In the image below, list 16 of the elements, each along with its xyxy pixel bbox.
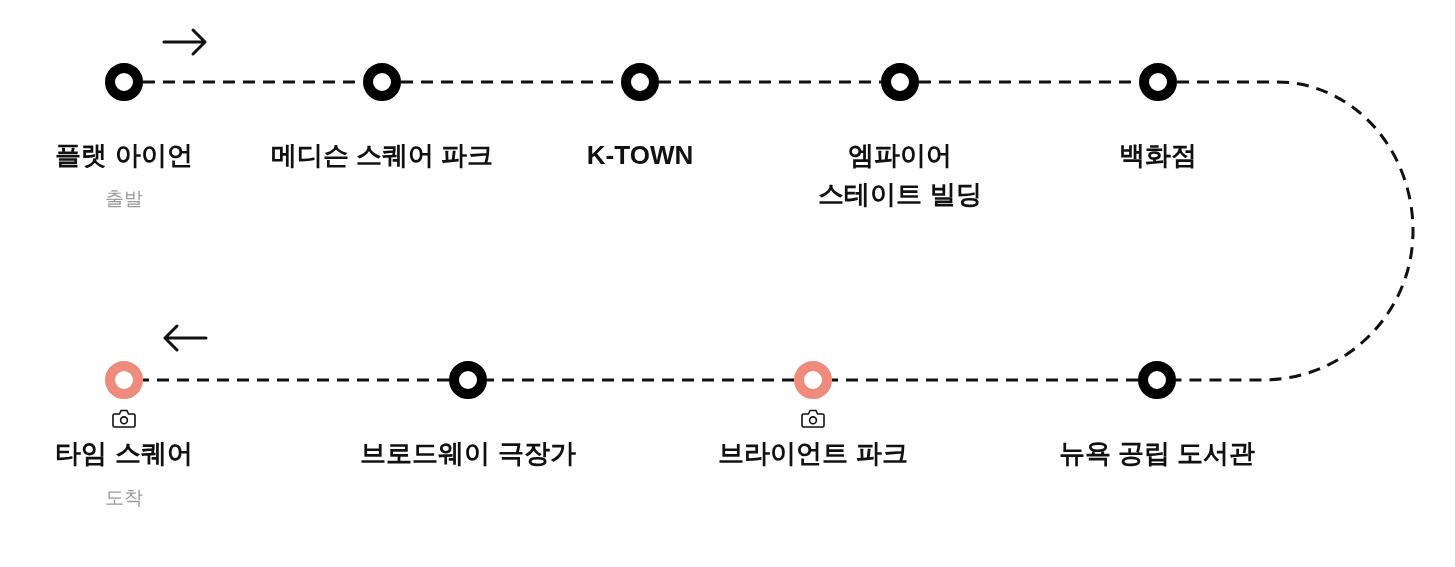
route-line bbox=[143, 378, 449, 382]
caption-text: 출발 bbox=[105, 187, 143, 211]
route-line bbox=[487, 378, 794, 382]
station-name: K-TOWN bbox=[586, 139, 694, 172]
station-name: 뉴욕 공립 도서관 bbox=[1058, 437, 1256, 470]
station-name: 브로드웨이 극장가 bbox=[360, 437, 576, 470]
station-name: 타임 스퀘어 bbox=[55, 437, 193, 470]
station-name: 플랫 아이언 bbox=[55, 139, 193, 172]
station-name: 브라이언트 파크 bbox=[718, 437, 908, 470]
route-line bbox=[659, 80, 881, 84]
route-line bbox=[832, 378, 1138, 382]
route-line bbox=[1176, 80, 1415, 382]
station-name: 엠파이어 스테이트 빌딩 bbox=[817, 139, 983, 211]
caption-text: 도착 bbox=[105, 486, 143, 510]
station-name: 백화점 bbox=[1119, 139, 1197, 172]
station-name: 메디슨 스퀘어 파크 bbox=[270, 139, 494, 172]
